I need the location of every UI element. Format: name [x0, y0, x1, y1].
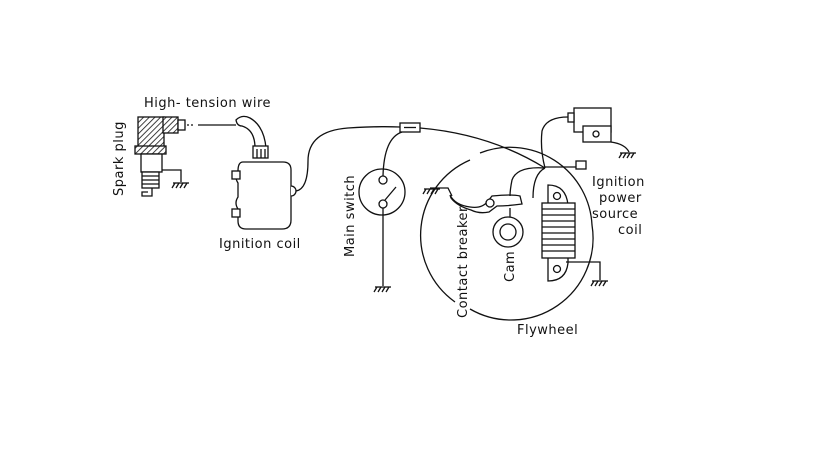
- ground-symbol: [422, 188, 441, 195]
- power-source-coil-label-2: power: [599, 191, 642, 206]
- ignition-power-source-coil: [532, 167, 609, 287]
- connector-to-flywheel-wire: [419, 127, 546, 169]
- spark-plug-label: Spark plug: [112, 121, 127, 196]
- main-switch: [358, 168, 406, 293]
- main-switch-label: Main switch: [343, 175, 358, 257]
- contact-breaker-label: Contact breaker: [456, 206, 471, 318]
- connector-to-switch-wire: [382, 131, 403, 177]
- ignition-coil-label: Ignition coil: [219, 237, 301, 252]
- flywheel-label: Flywheel: [517, 323, 578, 338]
- spark-plug: [134, 116, 190, 197]
- cam: [492, 208, 524, 248]
- coil-to-switch-wire: [295, 126, 401, 192]
- power-source-coil-label-4: coil: [618, 223, 642, 238]
- cam-label: Cam: [503, 251, 518, 282]
- flywheel: [420, 146, 594, 321]
- high-tension-wire-label: High- tension wire: [144, 96, 271, 111]
- condenser: [540, 107, 637, 169]
- ground-symbol: [590, 280, 609, 287]
- ground-symbol: [618, 152, 637, 159]
- contact-breaker: [422, 167, 546, 214]
- coil-connector: [575, 160, 587, 170]
- ground-symbol: [171, 182, 190, 189]
- ground-symbol: [373, 286, 392, 293]
- ignition-coil: [231, 115, 297, 230]
- power-source-coil-label-1: Ignition: [592, 175, 645, 190]
- power-source-coil-label-3: source: [592, 207, 638, 222]
